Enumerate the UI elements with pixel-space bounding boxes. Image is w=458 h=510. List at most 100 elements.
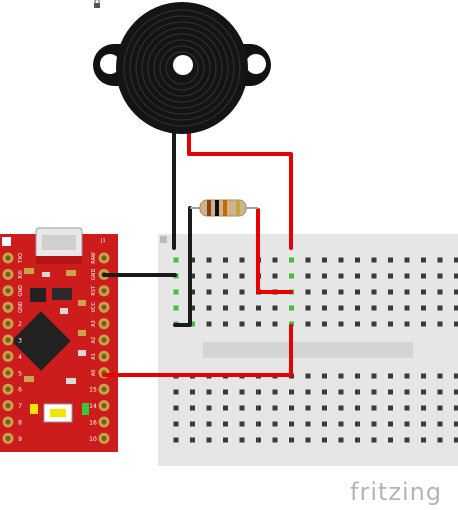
breadboard-hole [206,289,212,295]
buzzer-ring [147,33,217,103]
breadboard-hole [272,421,278,427]
breadboard-hole [454,421,458,427]
wire-resistor-signal [256,208,293,294]
board-corner-mark [2,237,11,246]
buzzer-ring [159,45,205,91]
led-green [82,403,89,415]
breadboard-hole [355,373,360,379]
breadboard-hole [272,257,278,263]
breadboard-hole [338,437,344,443]
breadboard-hole [421,405,426,411]
breadboard-hole [289,389,294,395]
breadboard-hole [206,305,212,311]
breadboard-hole [289,257,294,263]
breadboard-hole [305,437,311,443]
breadboard-hole [355,437,360,443]
breadboard-hole [190,273,195,279]
left-pin-hole [5,386,11,392]
breadboard-hole [305,321,311,327]
breadboard-corner-lock-icon [160,236,167,243]
breadboard-hole [338,421,344,427]
right-pin-number: 16 [89,420,97,427]
left-pin-hole [5,353,11,359]
breadboard-hole [256,321,261,327]
breadboard-hole [322,421,327,427]
left-pin-number: 9 [18,436,22,443]
breadboard-hole [305,405,311,411]
breadboard-hole [272,389,278,395]
right-pin-hole [101,288,107,294]
breadboard-hole [206,273,212,279]
breadboard-hole [206,421,212,427]
breadboard-hole [454,389,458,395]
breadboard-hole [289,437,294,443]
breadboard-hole [421,257,426,263]
breadboard-hole [322,389,327,395]
breadboard-hole [190,389,195,395]
left-pin-hole [5,435,11,441]
right-pin-label: VCC [91,301,97,312]
breadboard-hole [355,389,360,395]
breadboard-hole [289,273,294,279]
breadboard-hole [223,273,228,279]
breadboard-hole [421,289,426,295]
left-pin-number: 3 [18,338,22,345]
breadboard-hole [421,437,426,443]
mount-hole-right [246,54,266,74]
breadboard-hole [173,437,179,443]
breadboard-hole [454,305,458,311]
breadboard-hole [404,437,410,443]
breadboard-holes [173,257,458,443]
left-pin-hole [5,288,11,294]
left-pin-label: GND [18,285,24,297]
breadboard-hole [173,257,179,263]
breadboard-hole [437,373,443,379]
breadboard-hole [223,305,228,311]
right-pin-label: A3 [91,320,97,327]
breadboard-hole [355,305,360,311]
breadboard-hole [190,437,195,443]
breadboard-hole [454,437,458,443]
breadboard-hole [404,405,410,411]
buzzer-ring [129,15,235,121]
left-pin-hole [5,337,11,343]
breadboard-hole [338,305,344,311]
breadboard-hole [404,373,410,379]
breadboard-hole [322,257,327,263]
breadboard-hole [206,405,212,411]
left-pin-hole [5,403,11,409]
breadboard-hole [454,289,458,295]
breadboard-hole [454,405,458,411]
left-pin-number: 6 [18,387,22,394]
breadboard-hole [272,321,278,327]
breadboard-hole [173,389,179,395]
breadboard-hole [454,373,458,379]
resistor-icon [190,199,258,217]
breadboard-hole [355,321,360,327]
left-pin-label: GND [18,301,24,313]
left-pin-label: RXI [18,270,24,278]
breadboard-hole [371,273,377,279]
breadboard-hole [404,389,410,395]
breadboard-hole [421,273,426,279]
right-pin-label: A1 [91,353,97,360]
breadboard-hole [272,437,278,443]
breadboard-hole [173,405,179,411]
right-pin-hole [101,435,107,441]
breadboard-hole [256,405,261,411]
breadboard-hole [388,273,393,279]
breadboard-hole [371,405,377,411]
breadboard-hole [388,305,393,311]
left-pin-hole [5,321,11,327]
breadboard-hole [388,389,393,395]
breadboard-hole [437,305,443,311]
breadboard-hole [338,405,344,411]
right-pin-label: A2 [91,337,97,344]
breadboard-hole [437,421,443,427]
breadboard-hole [371,289,377,295]
right-pin-hole [101,321,107,327]
breadboard-hole [322,305,327,311]
breadboard-hole [421,421,426,427]
breadboard-hole [355,405,360,411]
